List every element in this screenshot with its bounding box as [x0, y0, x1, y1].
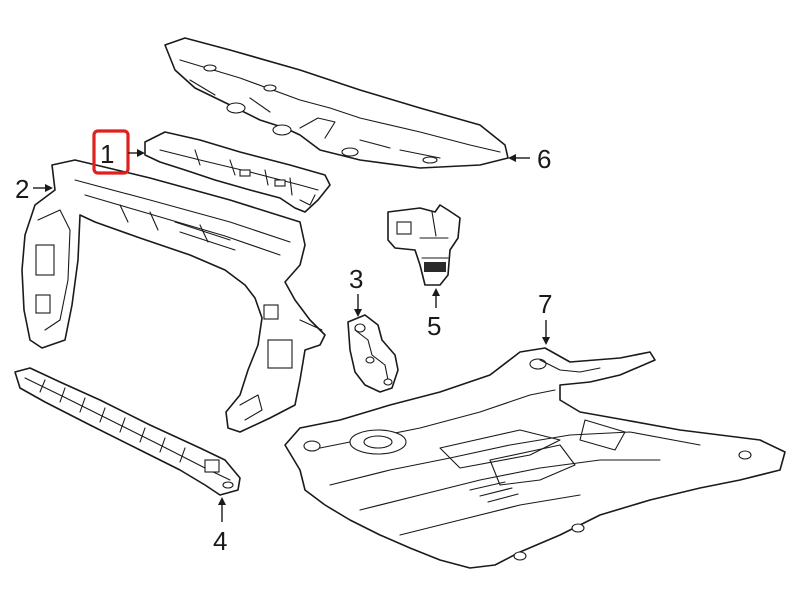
callout-6-label: 6: [537, 144, 551, 174]
part-7-splash-shield: [284, 347, 786, 569]
part-2-radiator-support: [21, 159, 326, 433]
part-3-bracket: [347, 314, 399, 393]
callout-1: 1: [92, 129, 145, 175]
callout-6: 6: [508, 144, 551, 174]
callout-7-label: 7: [538, 289, 552, 319]
callout-3: 3: [349, 264, 363, 317]
callout-1-highlight-box: [92, 129, 130, 175]
callout-1-label: 1: [100, 139, 114, 169]
part-6-upper-shield: [164, 37, 509, 169]
callout-5-label: 5: [427, 311, 441, 341]
callout-4: 4: [213, 497, 227, 556]
callout-3-label: 3: [349, 264, 363, 294]
callout-7: 7: [538, 289, 552, 345]
callout-4-label: 4: [213, 526, 227, 556]
part-5-sensor: [387, 204, 461, 286]
part-1-upper-bracket: [144, 131, 331, 213]
callout-2-label: 2: [15, 174, 29, 204]
callout-2: 2: [15, 174, 53, 204]
part-4-lower-tie-bar: [14, 367, 241, 496]
callout-5: 5: [427, 288, 441, 341]
